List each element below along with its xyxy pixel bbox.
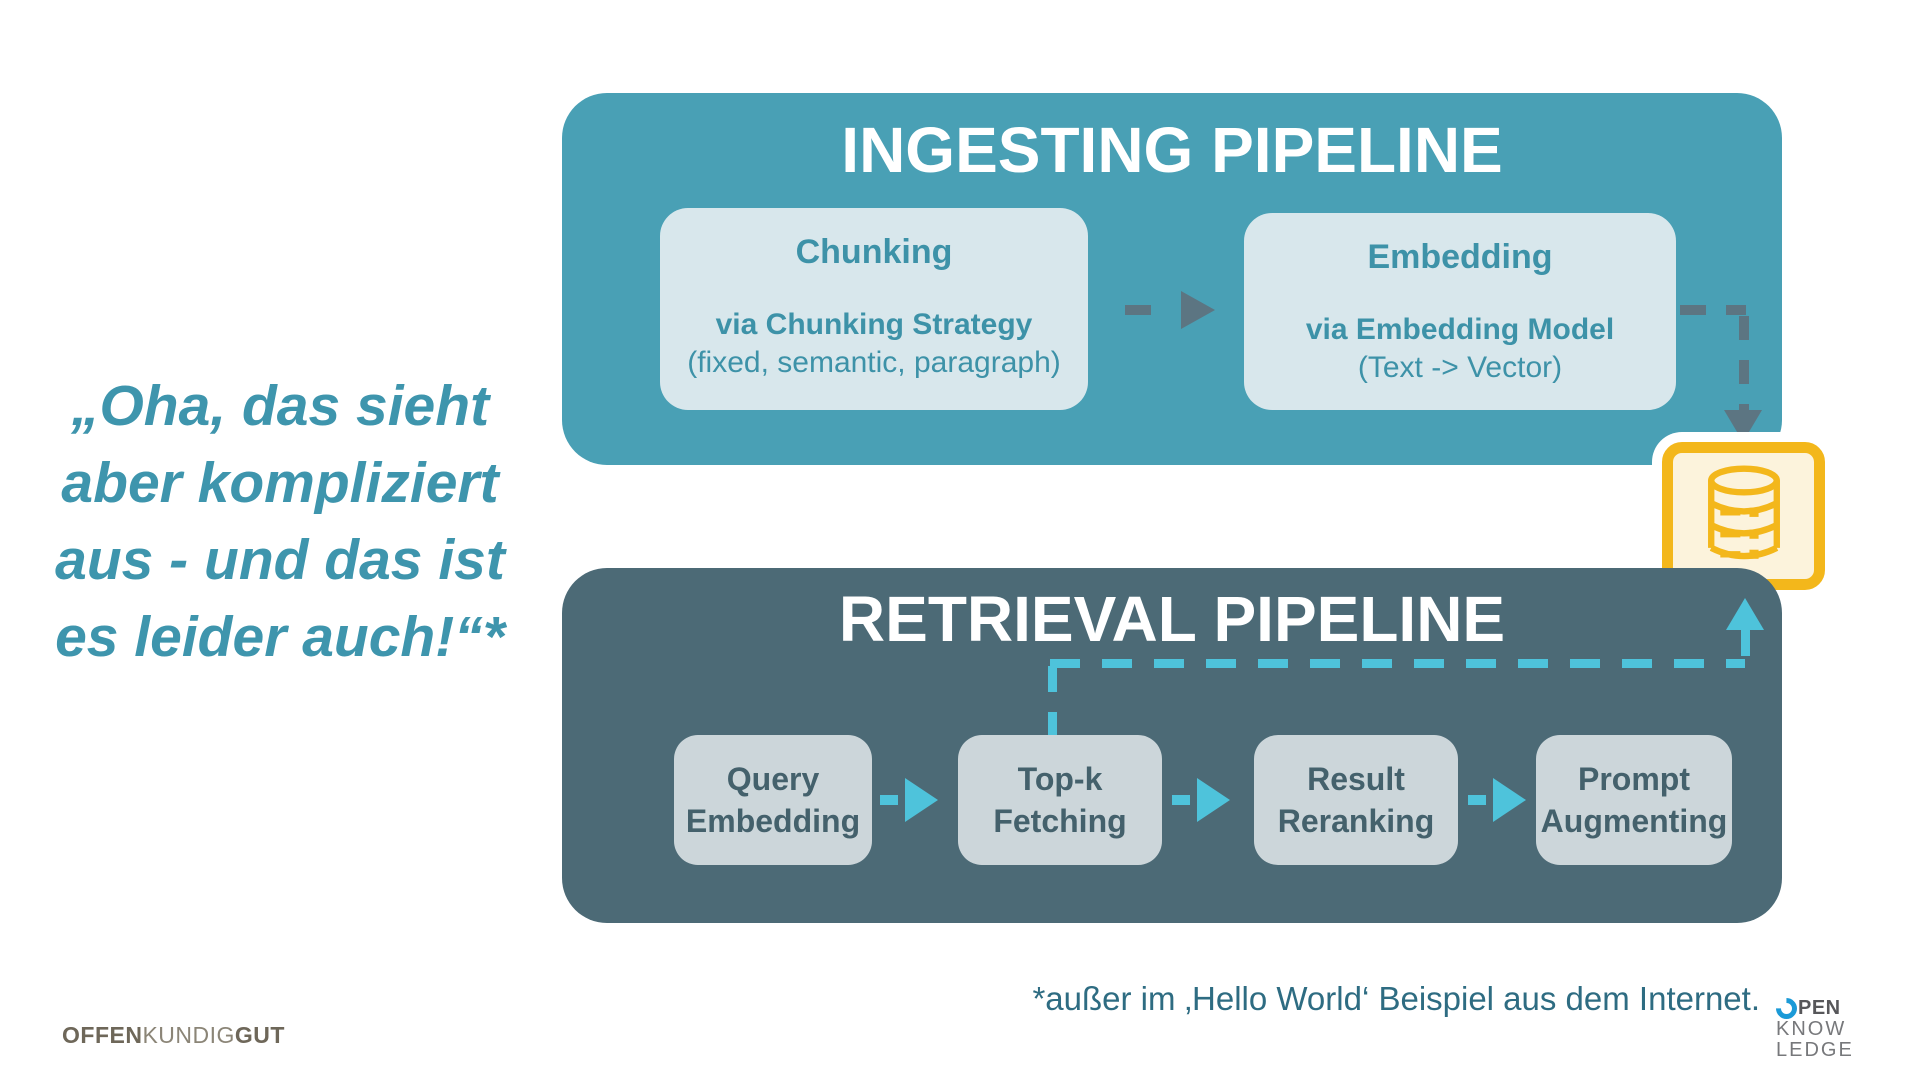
- logo-right-line1: PEN: [1798, 997, 1841, 1019]
- chunking-box: Chunking via Chunking Strategy (fixed, s…: [660, 208, 1088, 410]
- chunking-box-subtitle: via Chunking Strategy: [715, 308, 1033, 341]
- embedding-to-db-dash-horizontal: [1680, 305, 1746, 315]
- query-to-topk-arrow-icon: [880, 778, 938, 822]
- embedding-box-subtitle: via Embedding Model: [1305, 313, 1615, 346]
- logo-right-line3: LEDGE: [1776, 1039, 1854, 1061]
- result-reranking-label-line1: Result: [1307, 761, 1405, 797]
- query-embedding-label-line2: Embedding: [685, 803, 861, 839]
- quote-line: aber kompliziert: [61, 451, 499, 515]
- embedding-to-db-arrow-icon: [1724, 410, 1762, 442]
- prompt-augmenting-label-line1: Prompt: [1578, 761, 1690, 797]
- result-to-prompt-arrow-icon: [1468, 778, 1526, 822]
- embedding-box: Embedding via Embedding Model (Text -> V…: [1244, 213, 1676, 410]
- chunking-to-embedding-arrow-icon: [1181, 291, 1215, 329]
- quote-text: „Oha, das sieht aber kompliziert aus - u…: [20, 368, 540, 676]
- quote-line: es leider auch!“*: [55, 605, 505, 669]
- topk-to-result-arrow-icon: [1172, 778, 1230, 822]
- logo-left-part2: KUNDIG: [142, 1022, 235, 1048]
- topk-to-db-dash-vertical-right: [1741, 630, 1750, 666]
- query-embedding-box: Query Embedding: [674, 735, 872, 865]
- topk-fetching-box: Top-k Fetching: [958, 735, 1162, 865]
- openknowledge-logo: PEN KNOW LEDGE: [1771, 993, 1854, 1061]
- result-reranking-label-line2: Reranking: [1277, 803, 1435, 839]
- footnote-text: *außer im ‚Hello World‘ Beispiel aus dem…: [1032, 980, 1760, 1017]
- topk-to-db-dash-horizontal: [1050, 659, 1745, 668]
- query-embedding-label-line1: Query: [726, 761, 820, 797]
- topk-fetching-label-line2: Fetching: [993, 803, 1127, 839]
- logo-right-line2: KNOW: [1776, 1018, 1847, 1040]
- topk-to-db-dash-vertical-left: [1048, 666, 1057, 736]
- offenkundiggut-logo: OFFENKUNDIGGUT: [62, 1022, 285, 1049]
- chunking-to-embedding-dash: [1125, 305, 1171, 315]
- retrieval-pipeline-title: RETRIEVAL PIPELINE: [838, 583, 1506, 655]
- quote-line: aus - und das ist: [55, 528, 505, 592]
- chunking-box-detail: (fixed, semantic, paragraph): [687, 346, 1061, 379]
- chunking-box-title: Chunking: [795, 233, 953, 271]
- embedding-box-detail: (Text -> Vector): [1357, 351, 1563, 384]
- topk-fetching-label-line1: Top-k: [1017, 761, 1103, 797]
- prompt-augmenting-label-line2: Augmenting: [1540, 803, 1728, 839]
- database-icon: [1707, 465, 1780, 560]
- prompt-augmenting-box: Prompt Augmenting: [1536, 735, 1732, 865]
- logo-left-part3: GUT: [234, 1022, 285, 1048]
- ingesting-pipeline-title: INGESTING PIPELINE: [841, 114, 1503, 186]
- topk-to-db-arrow-icon: [1726, 598, 1764, 630]
- result-reranking-box: Result Reranking: [1254, 735, 1458, 865]
- logo-left-part1: OFFEN: [62, 1022, 143, 1048]
- quote-line: „Oha, das sieht: [70, 374, 490, 438]
- embedding-box-title: Embedding: [1367, 238, 1553, 276]
- embedding-to-db-dash-vertical: [1739, 316, 1749, 410]
